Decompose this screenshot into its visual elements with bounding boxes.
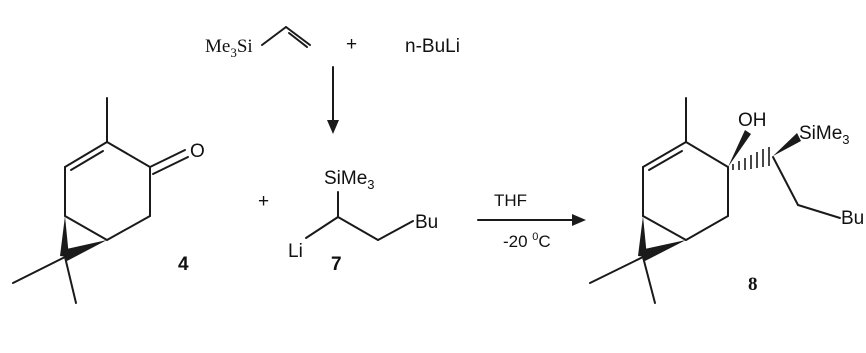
vinyl-double-bond-a: [285, 26, 311, 46]
n-buli-label: n-BuLi: [405, 36, 460, 57]
c8-ring-bond-2: [685, 141, 729, 168]
solvent-label: THF: [494, 191, 527, 210]
c4-double-bond-inner: [70, 150, 104, 171]
compound-8-label: 8: [748, 274, 758, 295]
c4-cyclopropane-wedge-left: [60, 216, 69, 257]
c8-oh-label: OH: [738, 110, 767, 131]
si-vinyl-bond: [261, 26, 287, 46]
c4-ring-bond-5: [106, 215, 151, 241]
compound-4-label: 4: [178, 254, 189, 275]
compound-7-label: 7: [331, 254, 342, 275]
c7-chain-bond-1: [337, 216, 379, 241]
reagent-plus-sign: +: [346, 34, 357, 55]
vinyltrimethylsilane-structure: Me3Si: [205, 26, 311, 60]
horizontal-reaction-arrow: [477, 214, 586, 226]
vertical-reaction-arrow: [327, 66, 339, 134]
c4-ring-bond-2: [106, 141, 151, 168]
vinylsilane-me3si-label: Me3Si: [205, 36, 253, 60]
c8-chain-bond-1: [772, 156, 799, 206]
c4-ring-bond-1: [64, 141, 108, 168]
c8-cyclopropane-wedge-left: [638, 216, 647, 257]
c8-bu-label: Bu: [841, 208, 864, 229]
vinyl-double-bond-b: [288, 32, 308, 48]
reactant-plus-sign: +: [258, 191, 269, 212]
c4-carbonyl-bond-a: [149, 149, 186, 168]
c4-oxygen-label: O: [190, 141, 205, 162]
c8-hashed-bond: [732, 147, 770, 170]
c4-gem-methyl-2: [64, 256, 77, 304]
c8-oh-wedge: [728, 130, 751, 167]
c4-cyclopropane-wedge-right: [62, 240, 107, 261]
c4-carbonyl-bond-b: [152, 156, 189, 175]
c7-simel-label: SiMe3: [324, 168, 375, 192]
c7-li-label: Li: [288, 241, 303, 262]
c8-sime3-wedge: [773, 133, 801, 156]
horizontal-arrow-head: [572, 214, 586, 226]
compound-8-structure: OH SiMe3 Bu: [589, 97, 864, 304]
c8-ring-bond-1: [642, 141, 687, 168]
c4-ring-bond-6: [64, 215, 108, 241]
c8-chain-bond-2: [797, 204, 841, 219]
c7-chain-bond-2: [377, 220, 414, 241]
vertical-arrow-head: [327, 120, 339, 134]
c8-ring-bond-5: [685, 215, 729, 241]
c8-sime3-label: SiMe3: [799, 123, 850, 147]
c8-gem-methyl-1: [589, 256, 644, 284]
c8-double-bond-inner: [648, 150, 683, 171]
compound-7-structure: SiMe3 Li Bu: [288, 168, 438, 262]
compound-4-structure: O: [12, 97, 205, 304]
c7-bu-label: Bu: [415, 212, 438, 233]
c8-ring-bond-6: [642, 215, 687, 241]
c8-cyclopropane-wedge-right: [640, 240, 686, 261]
c4-gem-methyl-1: [12, 256, 66, 284]
c7-c-li-bond: [305, 216, 339, 239]
c8-gem-methyl-2: [642, 256, 656, 304]
temperature-label: -20 0C: [503, 231, 551, 251]
